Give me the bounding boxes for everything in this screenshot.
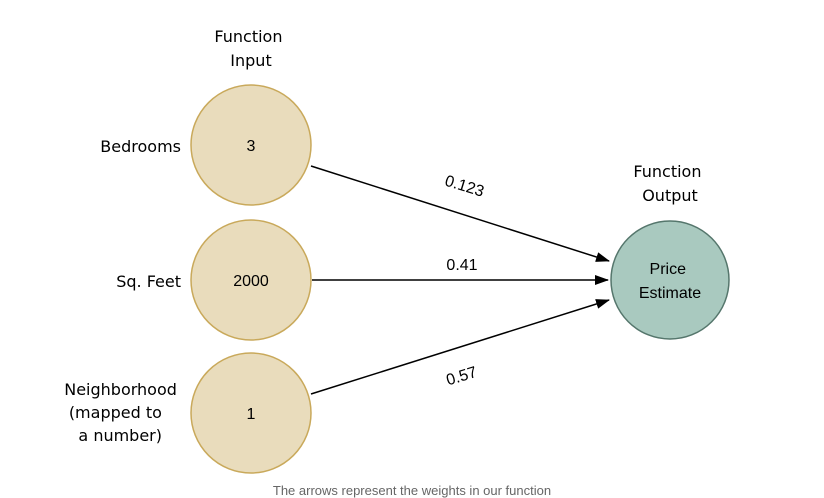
input-node-bedrooms <box>190 84 312 206</box>
weight-arrow-neighborhood <box>310 299 610 395</box>
input-title: Function Input <box>214 27 287 70</box>
weight-label-neighborhood: 0.57 <box>444 364 479 389</box>
output-label: Price Estimate <box>639 261 701 302</box>
output-node-price-estimate <box>610 220 730 340</box>
weight-arrow-bedrooms <box>310 165 610 262</box>
input-node-neighborhood <box>190 352 312 474</box>
input-label-bedrooms: Bedrooms <box>100 137 181 156</box>
input-node-sqfeet <box>190 219 312 341</box>
input-value-bedrooms: 3 <box>247 138 256 155</box>
input-value-neighborhood: 1 <box>247 406 256 423</box>
output-title: Function Output <box>633 162 706 205</box>
input-label-sqfeet: Sq. Feet <box>116 272 181 291</box>
input-value-sqfeet: 2000 <box>233 273 269 290</box>
weight-label-sqfeet: 0.41 <box>446 257 477 274</box>
figure-caption: The arrows represent the weights in our … <box>272 483 552 498</box>
input-label-neighborhood: Neighborhood (mapped to a number) <box>64 380 182 445</box>
weight-label-bedrooms: 0.123 <box>443 173 486 201</box>
